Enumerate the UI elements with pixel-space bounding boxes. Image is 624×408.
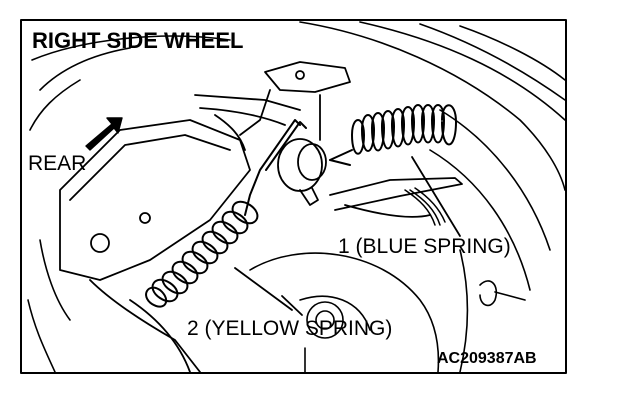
figure-frame xyxy=(20,19,567,374)
rear-direction-label: REAR xyxy=(28,152,87,175)
yellow-spring-callout: 2 (YELLOW SPRING) xyxy=(187,317,393,340)
rear-arrow-icon xyxy=(85,117,123,151)
anchor-bracket xyxy=(194,61,351,151)
yellow-spring-leader-b xyxy=(281,295,303,316)
wire-bundle xyxy=(404,187,446,226)
blue-spring-leader xyxy=(411,156,461,237)
figure-title: RIGHT SIDE WHEEL xyxy=(32,28,244,53)
leader-lines xyxy=(234,156,461,316)
blue-spring-callout: 1 (BLUE SPRING) xyxy=(338,235,511,258)
yellow-spring xyxy=(145,200,259,308)
figure-code: AC209387AB xyxy=(437,350,537,367)
spring-hooks xyxy=(244,119,351,216)
backing-plate xyxy=(27,21,566,373)
brake-shoe xyxy=(59,119,251,373)
blue-spring xyxy=(329,104,457,161)
wheel-cylinder xyxy=(277,138,463,218)
hub-detail xyxy=(249,249,526,373)
yellow-spring-leader-a xyxy=(234,267,293,311)
